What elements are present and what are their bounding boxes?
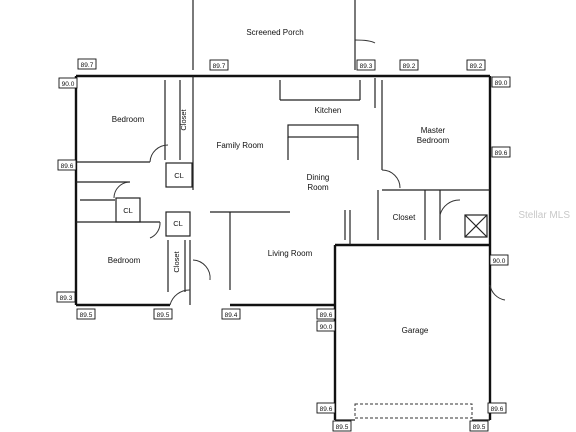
elevation-tag: 89.3 xyxy=(356,59,376,71)
elevation-tag: 89.6 xyxy=(487,402,507,414)
elevation-tag: 90.0 xyxy=(58,77,78,89)
elevation-tags: 89.7 90.0 89.7 89.3 89.2 89.2 89.0 89.6 xyxy=(56,58,511,432)
label-closet-top: Closet xyxy=(179,108,188,130)
room-labels: Screened Porch Kitchen Bedroom Closet Fa… xyxy=(108,28,450,335)
svg-text:89.6: 89.6 xyxy=(320,406,333,413)
svg-text:89.5: 89.5 xyxy=(80,312,93,319)
svg-text:89.4: 89.4 xyxy=(225,312,238,319)
label-cl-lower: CL xyxy=(173,219,183,228)
svg-text:89.6: 89.6 xyxy=(61,163,74,170)
elevation-tag: 89.5 xyxy=(153,308,173,320)
elevation-tag: 89.6 xyxy=(57,159,77,171)
label-screened-porch: Screened Porch xyxy=(246,28,303,37)
svg-text:89.7: 89.7 xyxy=(213,63,226,70)
garage-door xyxy=(354,403,473,419)
screened-porch-walls xyxy=(192,0,376,70)
svg-text:89.3: 89.3 xyxy=(60,295,73,302)
svg-text:89.6: 89.6 xyxy=(320,312,333,319)
svg-text:90.0: 90.0 xyxy=(320,324,333,331)
svg-text:89.5: 89.5 xyxy=(473,424,486,431)
svg-text:90.0: 90.0 xyxy=(493,258,506,265)
label-master-bedroom-2: Bedroom xyxy=(417,136,450,145)
label-cl-left: CL xyxy=(123,206,133,215)
elevation-tag: 89.2 xyxy=(466,59,486,71)
elevation-tag: 89.6 xyxy=(316,308,336,320)
elevation-tag: 90.0 xyxy=(489,254,509,266)
label-kitchen: Kitchen xyxy=(315,106,342,115)
label-master-bedroom-1: Master xyxy=(421,126,446,135)
svg-text:89.7: 89.7 xyxy=(81,62,94,69)
elevation-tag: 89.7 xyxy=(209,59,229,71)
svg-text:90.0: 90.0 xyxy=(62,81,75,88)
elevation-tag: 89.5 xyxy=(76,308,96,320)
elevation-tag: 89.5 xyxy=(332,420,352,432)
label-living-room: Living Room xyxy=(268,249,313,258)
label-closet-bottom: Closet xyxy=(172,250,181,272)
elevation-tag: 89.3 xyxy=(56,291,76,303)
exterior-walls xyxy=(74,74,492,421)
svg-text:89.2: 89.2 xyxy=(403,63,416,70)
elevation-tag: 89.5 xyxy=(469,420,489,432)
svg-text:89.5: 89.5 xyxy=(157,312,170,319)
label-bedroom-bottom: Bedroom xyxy=(108,256,141,265)
svg-text:89.0: 89.0 xyxy=(495,80,508,87)
svg-text:89.6: 89.6 xyxy=(491,406,504,413)
watermark: Stellar MLS xyxy=(518,210,570,221)
door-swings xyxy=(113,144,506,306)
label-dining-2: Room xyxy=(307,183,329,192)
label-closet-master: Closet xyxy=(393,213,416,222)
elevation-tag: 89.6 xyxy=(316,402,336,414)
label-cl-upper: CL xyxy=(174,171,184,180)
label-family-room: Family Room xyxy=(216,141,263,150)
elevation-tag: 89.2 xyxy=(399,59,419,71)
elevation-tag: 89.0 xyxy=(491,76,511,88)
elevation-tag: 89.4 xyxy=(221,308,241,320)
label-garage: Garage xyxy=(402,326,429,335)
svg-text:89.3: 89.3 xyxy=(360,63,373,70)
svg-text:89.2: 89.2 xyxy=(470,63,483,70)
elevation-tag: 90.0 xyxy=(316,320,336,332)
label-dining-1: Dining xyxy=(307,173,330,182)
interior-walls xyxy=(76,76,490,305)
elevation-tag: 89.7 xyxy=(77,58,97,70)
label-bedroom-top: Bedroom xyxy=(112,115,145,124)
elevation-tag: 89.6 xyxy=(491,146,511,158)
svg-text:89.5: 89.5 xyxy=(336,424,349,431)
svg-text:89.6: 89.6 xyxy=(495,150,508,157)
